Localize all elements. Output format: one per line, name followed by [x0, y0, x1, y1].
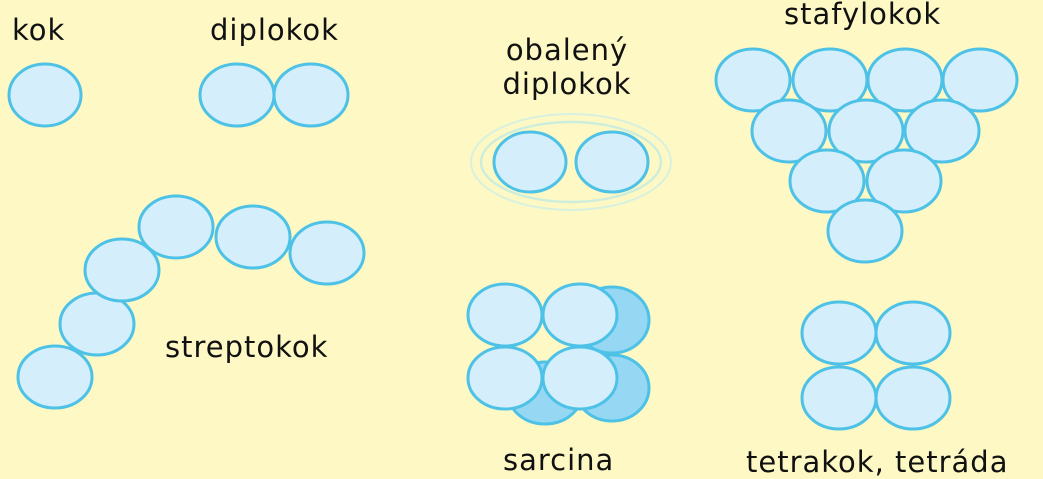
- obaleny-diplokok-label-line1: obalený: [505, 33, 629, 67]
- tetrakok-cell: [800, 365, 878, 431]
- sarcina-label: sarcina: [503, 443, 615, 477]
- stafylokok-cell: [788, 148, 866, 214]
- streptokok-cell: [214, 204, 292, 270]
- stafylokok-group: [714, 47, 1019, 264]
- obaleny-diplokok-cell: [492, 130, 568, 194]
- streptokok-label: streptokok: [165, 330, 329, 364]
- tetrakok-cell: [874, 300, 952, 366]
- streptokok-cell: [288, 220, 366, 286]
- diplokok-cell: [198, 62, 276, 128]
- capsule-outer-ring: [470, 113, 672, 211]
- stafylokok-cell: [941, 47, 1019, 113]
- stafylokok-cell: [714, 47, 792, 113]
- capsule-inner-ring: [479, 120, 663, 204]
- obaleny-diplokok-group: [470, 113, 672, 211]
- kok-label: kok: [12, 13, 66, 47]
- stafylokok-cell: [827, 98, 905, 164]
- stafylokok-label: stafylokok: [784, 0, 942, 31]
- tetrakok-group: [800, 300, 952, 431]
- obaleny-diplokok-label-line2: diplokok: [502, 67, 632, 101]
- streptokok-group: [16, 194, 366, 410]
- tetrakok-label: tetrakok, tetráda: [746, 445, 1009, 479]
- stafylokok-cell: [865, 148, 943, 214]
- stafylokok-cell: [903, 98, 981, 164]
- obaleny-diplokok-cell: [574, 130, 650, 194]
- streptokok-cell: [16, 344, 94, 410]
- diplokok-label: diplokok: [210, 13, 339, 47]
- diplokok-group: [198, 62, 350, 128]
- diplokok-cell: [272, 62, 350, 128]
- tetrakok-cell: [874, 365, 952, 431]
- kok-cell: [7, 62, 83, 128]
- tetrakok-cell: [800, 300, 878, 366]
- streptokok-cell: [137, 194, 215, 260]
- stafylokok-cell: [826, 198, 904, 264]
- sarcina-front-cell: [541, 282, 619, 348]
- stafylokok-cell: [750, 98, 828, 164]
- sarcina-group: [466, 282, 651, 426]
- sarcina-front-cell: [466, 345, 544, 411]
- sarcina-front-cell: [541, 345, 619, 411]
- streptokok-cell: [83, 237, 161, 303]
- kok-group: [7, 62, 83, 128]
- sarcina-front-cell: [466, 282, 544, 348]
